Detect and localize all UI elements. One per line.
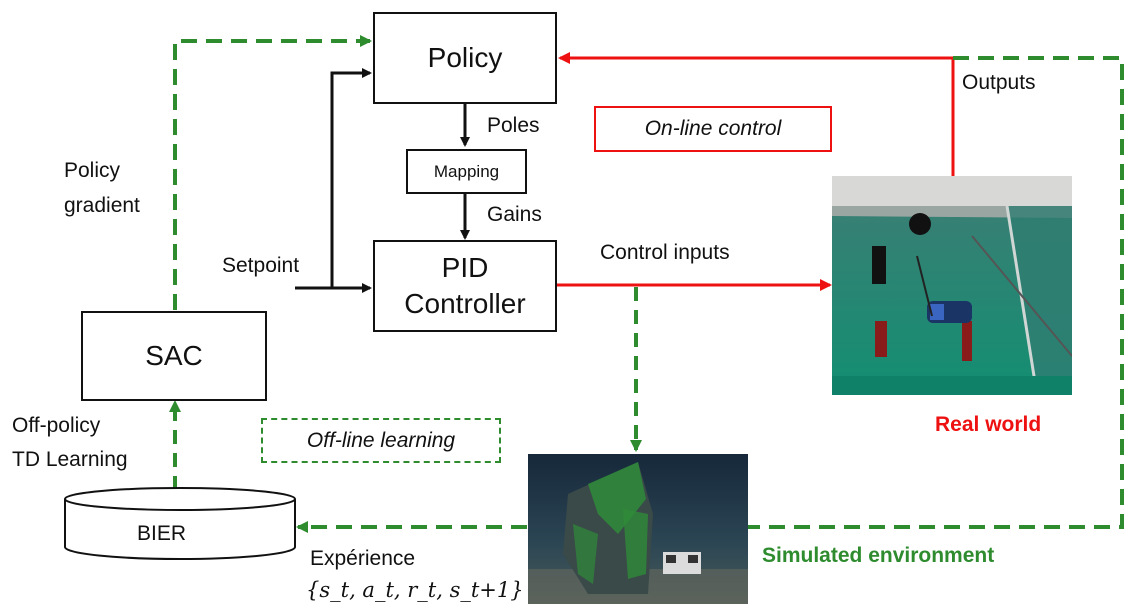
policy-gradient-label-1: Policy <box>64 159 121 182</box>
bier-cylinder <box>64 487 296 560</box>
real-world-caption: Real world <box>935 413 1042 436</box>
policy-label: Policy <box>427 42 503 73</box>
poles-label: Poles <box>487 114 540 137</box>
offline-learning-text: Off-line learning <box>306 428 456 452</box>
experience-label: Expérience <box>310 547 416 570</box>
mapping-block: Mapping <box>406 149 527 194</box>
gains-label: Gains <box>487 203 542 226</box>
pid-controller-block: PID Controller <box>373 240 557 332</box>
sac-block: SAC <box>81 311 267 401</box>
offline-learning-legend: Off-line learning <box>261 418 501 463</box>
arrow-sac-to-policy <box>173 35 372 310</box>
online-control-legend: On-line control <box>594 106 832 152</box>
control-inputs-label: Control inputs <box>600 241 730 264</box>
arrow-setpoint-to-policy <box>330 68 372 288</box>
off-policy-label-1: Off-policy <box>12 414 101 437</box>
policy-gradient-label-2: gradient <box>64 194 140 217</box>
policy-block: Policy <box>373 12 557 104</box>
pid-label-line1: PID <box>441 252 489 283</box>
simulated-env-caption: Simulated environment <box>762 544 995 567</box>
simulated-env-photo <box>528 454 748 604</box>
pool-image <box>832 176 1072 395</box>
pid-label-line2: Controller <box>404 288 526 319</box>
mapping-label: Mapping <box>433 161 500 181</box>
bier-label: BIER <box>137 522 187 545</box>
outputs-loop-right <box>748 56 1124 529</box>
real-world-photo <box>832 176 1072 395</box>
outputs-label: Outputs <box>962 71 1036 94</box>
sac-label: SAC <box>145 340 203 371</box>
sim-image <box>528 454 748 604</box>
online-control-text: On-line control <box>644 117 782 140</box>
experience-tuple: {s_t, a_t, r_t, s_t+1} <box>306 578 524 602</box>
off-policy-label-2: TD Learning <box>12 448 128 471</box>
setpoint-label: Setpoint <box>222 254 300 277</box>
